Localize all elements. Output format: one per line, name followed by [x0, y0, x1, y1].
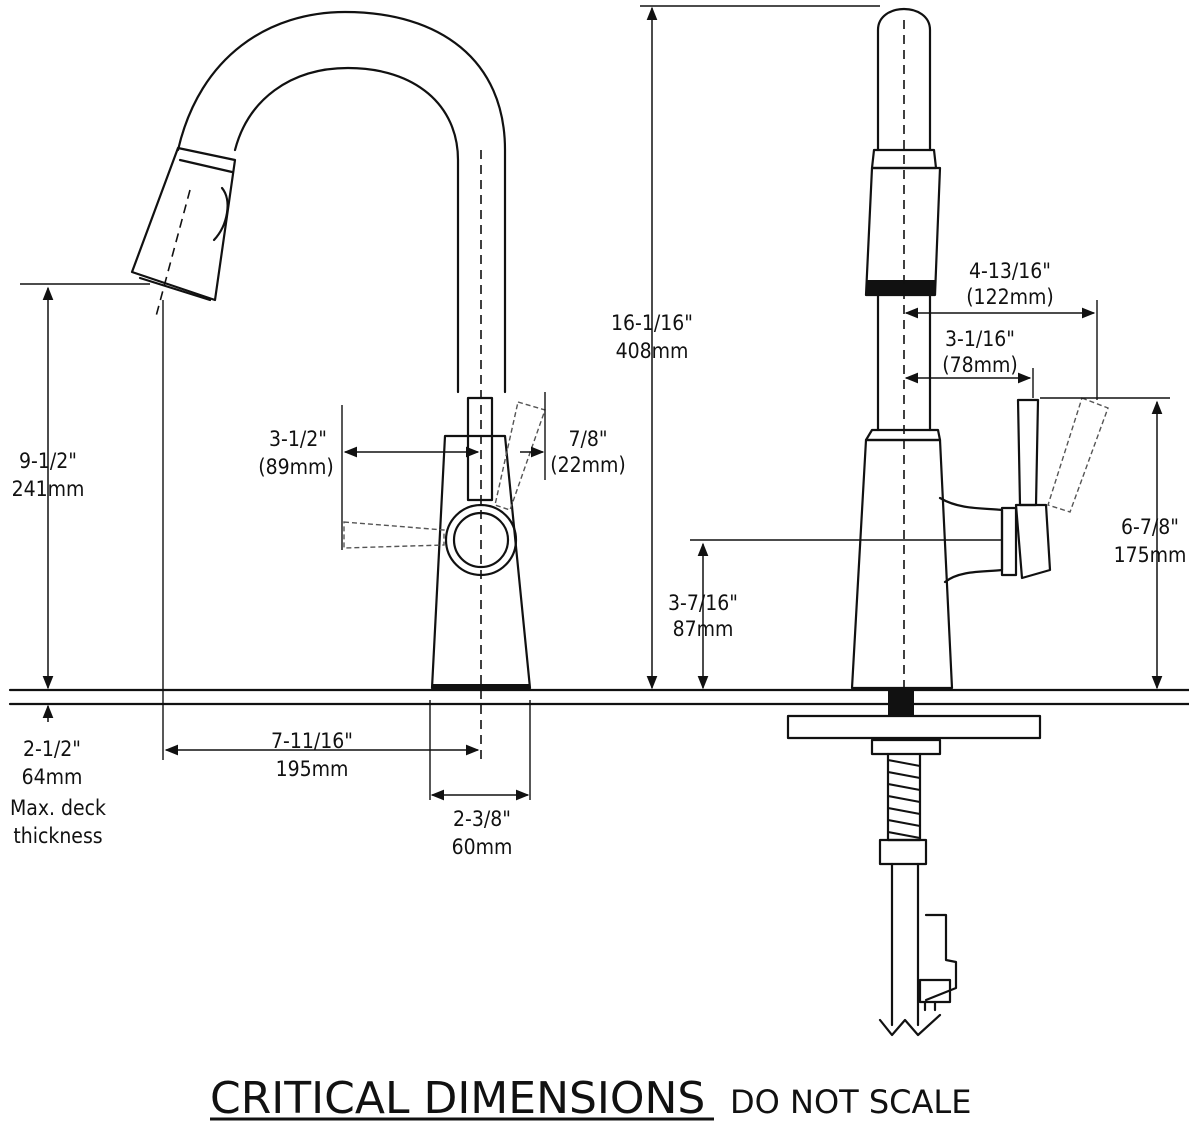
spout-reach-metric: 195mm [276, 757, 349, 781]
handle-projection-metric: (78mm) [942, 353, 1018, 377]
spout-height-imperial: 9-1/2" [19, 449, 77, 473]
front-view-faucet [786, 8, 1109, 1037]
handle-offset-imperial: 3-1/2" [269, 427, 327, 451]
handle-offset-metric: (89mm) [258, 455, 334, 479]
handle-width-metric: (22mm) [550, 453, 626, 477]
deck-thickness-note-line1: Max. deck [10, 796, 106, 820]
title-main: CRITICAL DIMENSIONS [210, 1073, 705, 1124]
deck-thickness-metric: 64mm [22, 765, 83, 789]
handle-clearance-imperial: 4-13/16" [969, 259, 1051, 283]
dimension-labels: 9-1/2" 241mm 2-1/2" 64mm Max. deck thick… [10, 259, 1186, 859]
handle-clearance-metric: (122mm) [966, 285, 1054, 309]
title-note: DO NOT SCALE [730, 1083, 971, 1121]
overall-height-metric: 408mm [616, 339, 689, 363]
deck-thickness-note-line2: thickness [13, 824, 102, 848]
side-view-faucet [130, 10, 546, 760]
handle-width-imperial: 7/8" [568, 427, 607, 451]
deck-thickness-imperial: 2-1/2" [23, 737, 81, 761]
handle-height-metric: 175mm [1114, 543, 1187, 567]
countertop [8, 688, 1189, 706]
handle-projection-imperial: 3-1/16" [945, 327, 1015, 351]
hub-height-imperial: 3-7/16" [668, 591, 738, 615]
overall-height-imperial: 16-1/16" [611, 311, 693, 335]
base-diameter-metric: 60mm [452, 835, 513, 859]
handle-height-imperial: 6-7/8" [1121, 515, 1179, 539]
base-diameter-imperial: 2-3/8" [453, 807, 511, 831]
hub-height-metric: 87mm [673, 617, 734, 641]
dimension-lines [20, 5, 1170, 801]
drawing-title: CRITICAL DIMENSIONS DO NOT SCALE [210, 1073, 971, 1124]
spout-height-metric: 241mm [12, 477, 85, 501]
spout-reach-imperial: 7-11/16" [271, 729, 353, 753]
